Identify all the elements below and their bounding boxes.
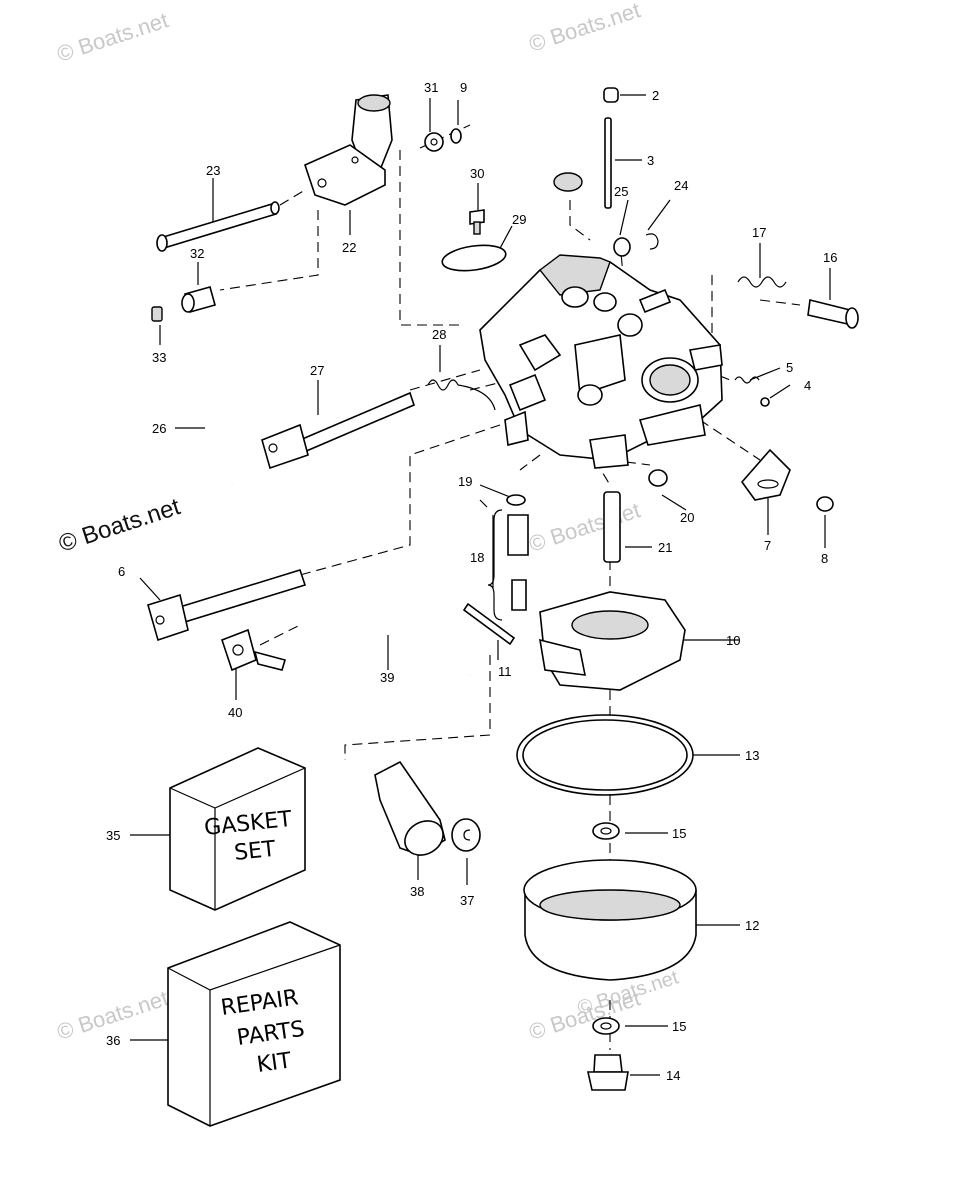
callout-21: 21	[658, 540, 672, 555]
callout-7: 7	[764, 538, 771, 553]
callout-20: 20	[680, 510, 694, 525]
callout-24: 24	[674, 178, 688, 193]
parts	[147, 87, 859, 1091]
watermark: © Boats.net	[526, 0, 643, 57]
callout-11: 11	[498, 664, 512, 679]
callout-18: 18	[470, 550, 484, 565]
callout-10: 10	[726, 633, 740, 648]
callout-22: 22	[342, 240, 356, 255]
callout-15: 15	[672, 826, 686, 841]
callout-23: 23	[206, 163, 220, 178]
callout-40: 40	[228, 705, 242, 720]
assembly-lines	[219, 124, 801, 1050]
watermark: © Boats.net	[526, 497, 643, 556]
repair-parts-kit-line3: KIT	[255, 1048, 293, 1078]
callout-2: 2	[652, 88, 659, 103]
callout-labels: 2 3 4 5 6 7 8 9 10 11 12 13 14 15 15 16 …	[106, 80, 837, 1083]
callout-5: 5	[786, 360, 793, 375]
callout-19: 19	[458, 474, 472, 489]
callout-6: 6	[118, 564, 125, 579]
callout-39: 39	[380, 670, 394, 685]
callout-27: 27	[310, 363, 324, 378]
callout-36: 36	[106, 1033, 120, 1048]
gasket-set-line2: SET	[233, 837, 277, 866]
callout-4: 4	[804, 378, 811, 393]
callout-28: 28	[432, 327, 446, 342]
callout-17: 17	[752, 225, 766, 240]
callout-37: 37	[460, 893, 474, 908]
callout-32: 32	[190, 246, 204, 261]
callout-35: 35	[106, 828, 120, 843]
callout-13: 13	[745, 748, 759, 763]
callout-15-lower: 15	[672, 1019, 686, 1034]
callout-29: 29	[512, 212, 526, 227]
callout-26: 26	[152, 421, 166, 436]
gasket-set-box: GASKET SET	[169, 747, 306, 911]
callout-30: 30	[470, 166, 484, 181]
watermark: © Boats.net	[54, 7, 171, 66]
leader-lines	[130, 94, 831, 1076]
callout-14: 14	[666, 1068, 680, 1083]
callout-8: 8	[821, 551, 828, 566]
callout-25: 25	[614, 184, 628, 199]
callout-12: 12	[745, 918, 759, 933]
callout-9: 9	[460, 80, 467, 95]
watermark: © Boats.net	[56, 493, 184, 558]
callout-31: 31	[424, 80, 438, 95]
callout-33: 33	[152, 350, 166, 365]
callout-16: 16	[823, 250, 837, 265]
callout-38: 38	[410, 884, 424, 899]
repair-parts-kit-box: REPAIR PARTS KIT	[167, 921, 341, 1127]
callout-3: 3	[647, 153, 654, 168]
